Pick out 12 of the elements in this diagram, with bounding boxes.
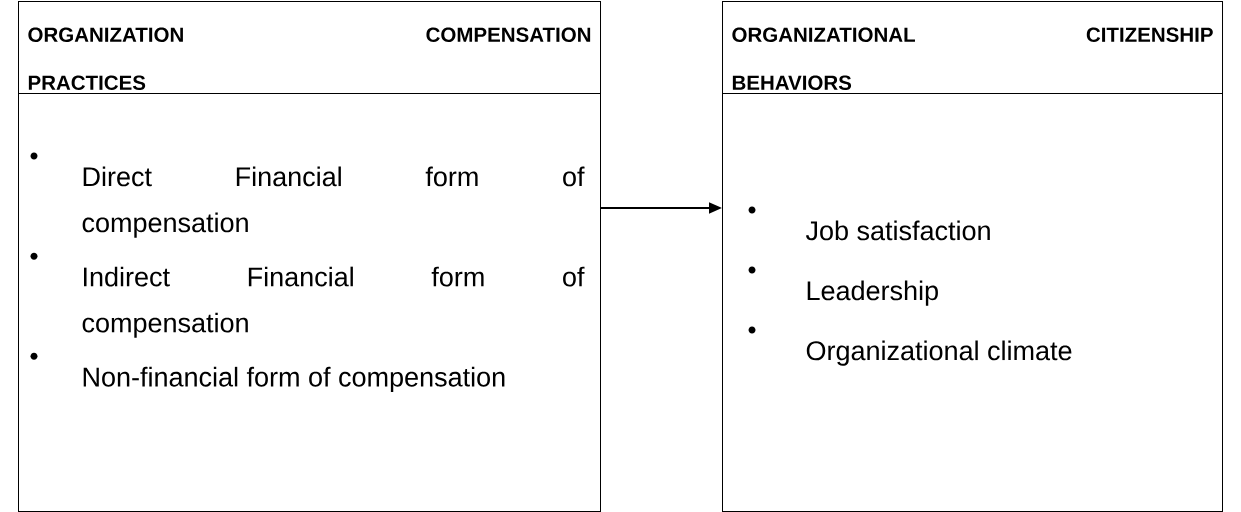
list-item: Organizational climate	[748, 326, 1072, 366]
bullet-list-cell	[722, 93, 1223, 512]
list-item: Leadership	[748, 266, 938, 306]
list-item: Job satisfaction	[748, 206, 990, 241]
list-item: Non-financial form of compensation	[30, 352, 505, 392]
list-item: Direct Financial form of compensation	[30, 152, 585, 238]
header-text: ORGANIZATIONAL CITIZENSHIP BEHAVIORS	[732, 27, 1213, 90]
header-cell	[722, 1, 1223, 94]
header-cell	[18, 1, 601, 94]
list-item: Indirect Financial form of compensation	[30, 252, 585, 338]
header-text: ORGANIZATION COMPENSATION PRACTICES	[28, 27, 591, 90]
bullet-list-cell	[18, 93, 601, 512]
